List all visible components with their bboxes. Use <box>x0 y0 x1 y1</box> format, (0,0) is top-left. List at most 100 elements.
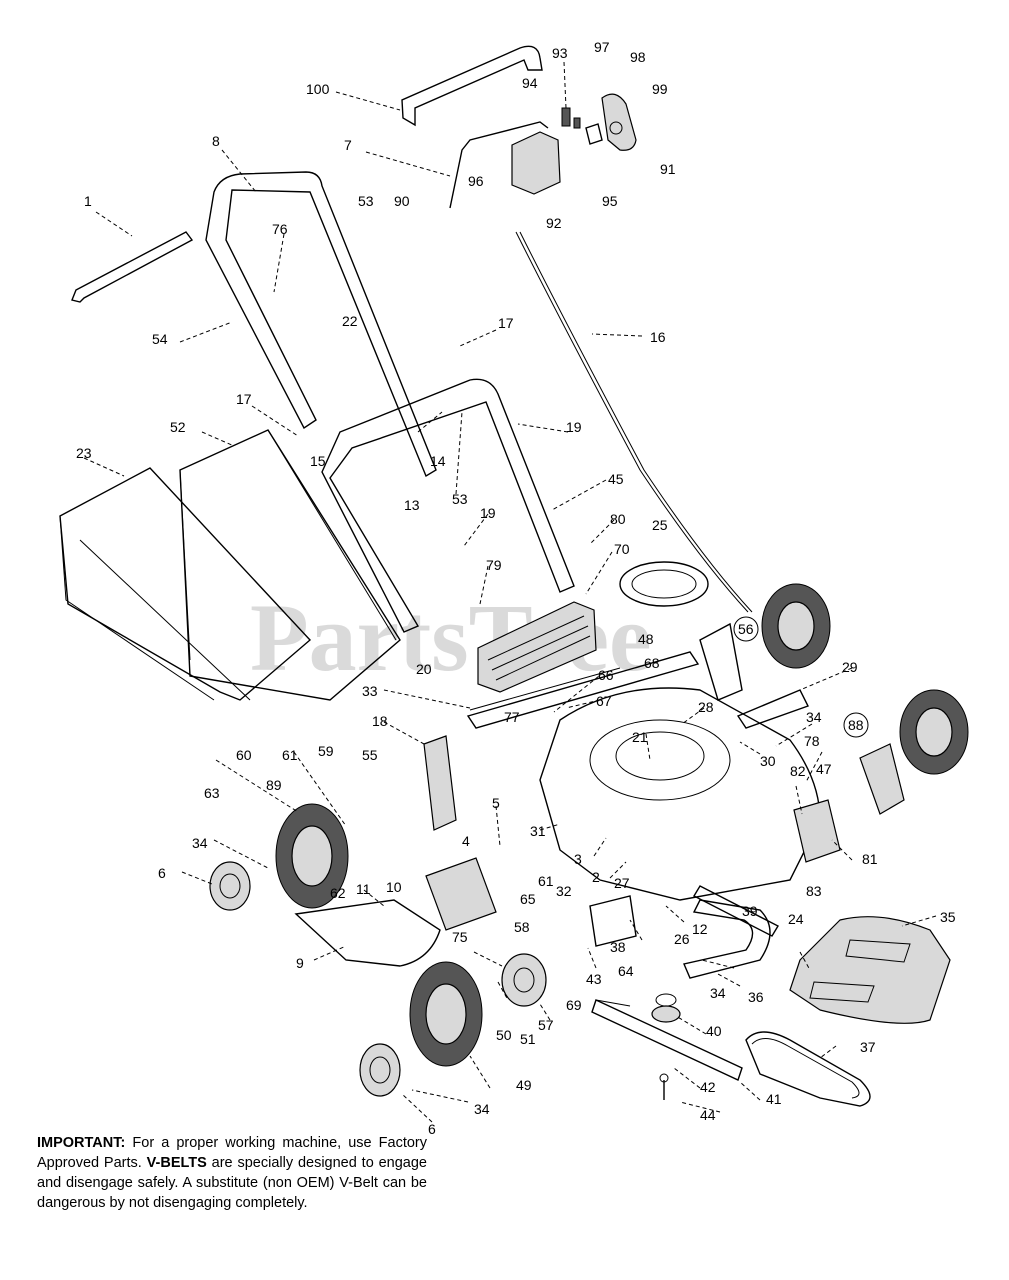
callout: 17 <box>498 315 514 331</box>
hubcap-6-lower <box>359 1043 401 1097</box>
callout: 59 <box>318 743 334 759</box>
important-note: IMPORTANT: For a proper working machine,… <box>37 1133 427 1213</box>
callout: 53 <box>358 193 374 209</box>
lower-handle-8 <box>205 171 437 478</box>
important-label: IMPORTANT: <box>37 1135 126 1151</box>
wheel-bracket-68 <box>699 622 743 701</box>
rear-door-70 <box>477 601 597 693</box>
callout: 30 <box>760 753 776 769</box>
rear-wheel-right <box>899 689 969 775</box>
callout: 92 <box>546 215 562 231</box>
callout: 63 <box>204 785 220 801</box>
callout: 31 <box>530 823 546 839</box>
callout: 79 <box>486 557 502 573</box>
callout: 2 <box>592 869 600 885</box>
control-knob-91 <box>601 93 637 151</box>
callout: 8 <box>212 133 220 149</box>
callout: 13 <box>404 497 420 513</box>
callout: 51 <box>520 1031 536 1047</box>
callout: 34 <box>806 709 822 725</box>
callout: 81 <box>862 851 878 867</box>
rear-baffle-67 <box>466 651 700 729</box>
handle-bar-lower-frame <box>321 378 575 633</box>
blade-41 <box>591 999 743 1081</box>
callout: 32 <box>556 883 572 899</box>
callout: 37 <box>860 1039 876 1055</box>
small-parts-93-99 <box>561 107 603 145</box>
callout: 96 <box>468 173 484 189</box>
callout: 16 <box>650 329 666 345</box>
callout: 11 <box>356 881 371 897</box>
callout: 49 <box>516 1077 532 1093</box>
callout: 60 <box>236 747 252 763</box>
mower-deck-28 <box>539 687 821 901</box>
callout: 3 <box>574 851 582 867</box>
control-cable-16 <box>515 231 753 613</box>
control-box-92 <box>511 131 561 195</box>
callout: 29 <box>842 659 858 675</box>
important-text-2: are specially designed to engage and dis… <box>37 1155 427 1211</box>
hubcap-6-upper <box>209 861 251 911</box>
callout: 26 <box>674 931 690 947</box>
drive-belt-37 <box>745 1031 871 1107</box>
callout: 97 <box>594 39 610 55</box>
callout: 82 <box>790 763 806 779</box>
callout: 65 <box>520 891 536 907</box>
height-adjuster-18 <box>423 735 457 831</box>
callout: 50 <box>496 1027 512 1043</box>
front-wheel-49 <box>409 961 483 1067</box>
transmission-88 <box>859 743 905 815</box>
callout: 20 <box>416 661 432 677</box>
callout: 24 <box>788 911 804 927</box>
callout: 33 <box>362 683 378 699</box>
callout-labels: 100 93 97 98 94 99 8 7 96 91 95 92 1 53 … <box>76 39 956 1137</box>
callout: 61 <box>538 873 554 889</box>
rear-wheel-56 <box>761 583 831 669</box>
callout: 55 <box>362 747 378 763</box>
callout: 43 <box>586 971 602 987</box>
callout: 75 <box>452 929 468 945</box>
callout: 78 <box>804 733 820 749</box>
callout: 15 <box>310 453 326 469</box>
callout-circle-88 <box>843 712 869 738</box>
callout: 80 <box>610 511 626 527</box>
callout: 42 <box>700 1079 716 1095</box>
callout-circle-56 <box>733 616 759 642</box>
callout: 34 <box>474 1101 490 1117</box>
callout: 94 <box>522 75 538 91</box>
callout: 70 <box>614 541 630 557</box>
callout: 22 <box>342 313 358 329</box>
callout: 67 <box>596 693 612 709</box>
callout: 5 <box>492 795 500 811</box>
callout: 54 <box>152 331 168 347</box>
callout: 93 <box>552 45 568 61</box>
callout: 7 <box>344 137 352 153</box>
callout: 17 <box>236 391 252 407</box>
wheel-gear-75 <box>501 953 547 1007</box>
callout: 1 <box>84 193 92 209</box>
callout: 39 <box>742 903 758 919</box>
callout: 25 <box>652 517 668 533</box>
callout: 91 <box>660 161 676 177</box>
callout: 68 <box>644 655 660 671</box>
callout: 38 <box>610 939 626 955</box>
callout: 52 <box>170 419 186 435</box>
wheel-bracket-29 <box>736 689 809 729</box>
callout: 14 <box>430 453 446 469</box>
callout: 58 <box>514 919 530 935</box>
pivot-bracket-1 <box>71 231 194 303</box>
callout: 48 <box>638 631 654 647</box>
drive-unit-83 <box>793 799 841 863</box>
callout: 99 <box>652 81 668 97</box>
front-wheel-63 <box>275 803 349 909</box>
callout: 64 <box>618 963 634 979</box>
callout: 66 <box>598 667 614 683</box>
baffle-36 <box>683 899 771 979</box>
callout: 77 <box>504 709 520 725</box>
callout: 98 <box>630 49 646 65</box>
callout: 19 <box>480 505 496 521</box>
callout: 36 <box>748 989 764 1005</box>
callout: 40 <box>706 1023 722 1039</box>
mulch-plug-10 <box>425 857 497 931</box>
